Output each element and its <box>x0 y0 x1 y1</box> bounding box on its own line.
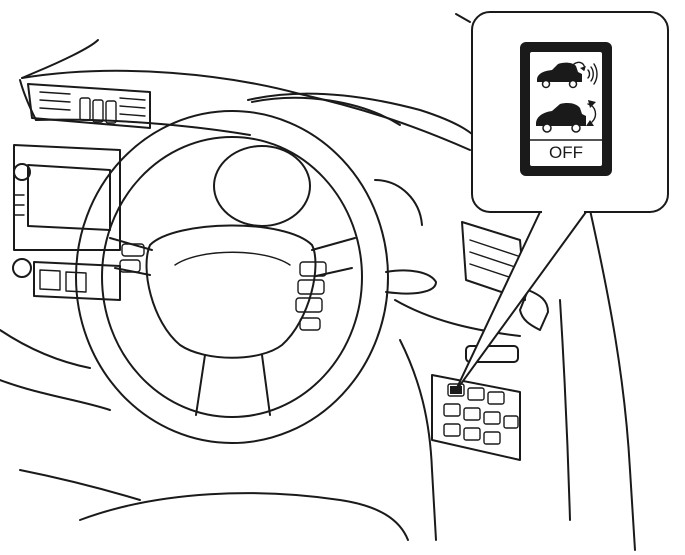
wiper-stalk <box>385 269 437 295</box>
power-liftgate-icon <box>536 100 597 133</box>
lower-dash-panel <box>394 299 521 461</box>
steering-wheel <box>75 110 389 444</box>
door-panel-lines <box>79 209 636 551</box>
center-stack <box>0 144 141 501</box>
dashboard-outline <box>19 13 473 151</box>
remote-trunk-open-icon <box>537 61 598 89</box>
instrument-cluster <box>213 96 423 227</box>
callout-pointer <box>454 211 587 393</box>
side-air-vent <box>461 221 549 331</box>
switch-off-label: OFF <box>549 143 583 162</box>
liftgate-switch: OFF <box>520 42 612 176</box>
center-air-vents <box>27 83 151 129</box>
